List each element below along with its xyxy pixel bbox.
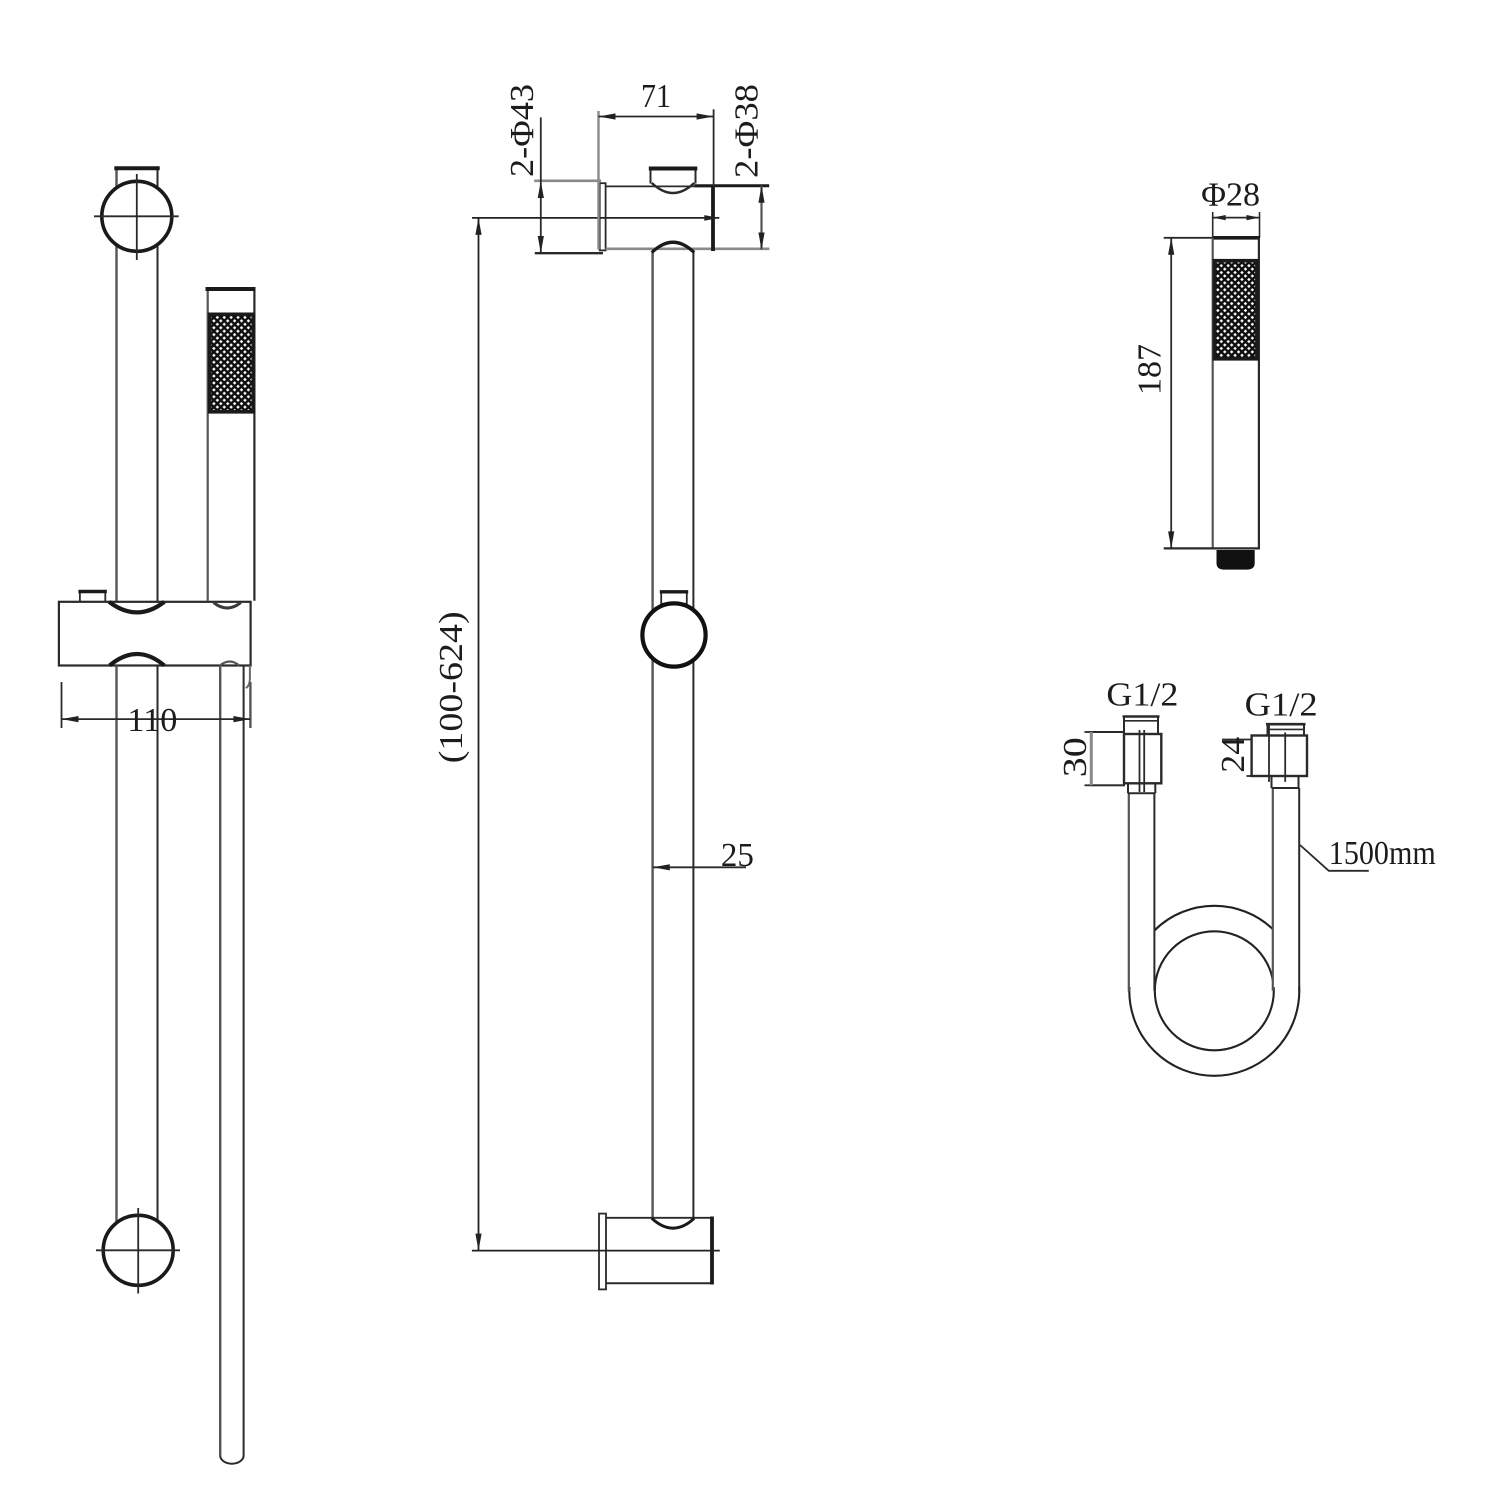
svg-text:G1/2: G1/2 [1106,677,1178,714]
svg-text:25: 25 [721,837,754,874]
svg-text:1500mm: 1500mm [1329,835,1436,872]
svg-text:(100-624): (100-624) [433,611,470,763]
svg-text:2-Φ38: 2-Φ38 [729,84,766,178]
svg-text:G1/2: G1/2 [1245,687,1318,724]
svg-text:71: 71 [641,78,671,115]
svg-text:Φ28: Φ28 [1201,177,1260,214]
svg-text:24: 24 [1215,737,1252,773]
svg-text:110: 110 [127,702,177,739]
svg-text:187: 187 [1132,344,1169,395]
svg-text:2-Φ43: 2-Φ43 [504,84,541,177]
svg-text:30: 30 [1057,737,1094,777]
